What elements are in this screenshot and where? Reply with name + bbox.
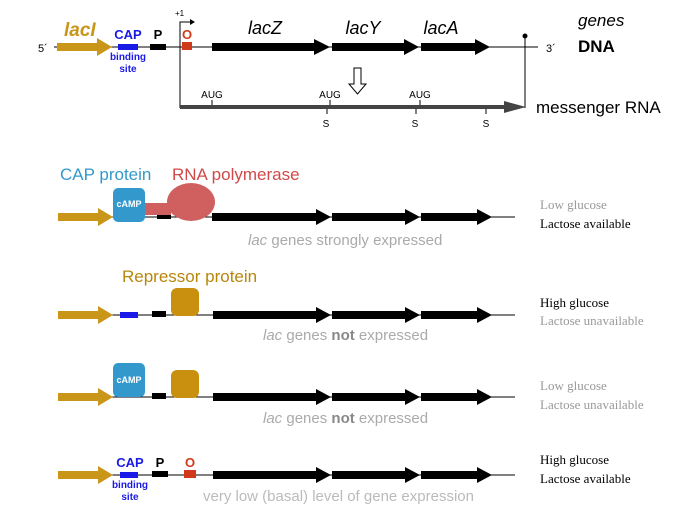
laci-label: lacI	[64, 20, 96, 41]
rna-polymerase-label: RNA polymerase	[172, 165, 300, 184]
panel2-condition-lactose: Lactose unavailable	[540, 313, 644, 328]
panel4-cap-site	[120, 472, 138, 478]
stop-label-3: S	[483, 119, 490, 130]
panel4-caption: very low (basal) level of gene expressio…	[203, 488, 474, 505]
panel4-condition-glucose: High glucose	[540, 452, 609, 467]
panel4-condition-lactose: Lactose available	[540, 471, 631, 486]
panel1-condition-glucose: Low glucose	[540, 197, 607, 212]
panel1-laca-arrow	[421, 209, 492, 225]
panel1-lacy-arrow	[332, 209, 420, 225]
lacy-gene-arrow	[332, 39, 419, 55]
panel2-laci-arrow	[58, 306, 113, 324]
tss-arrowhead	[190, 19, 195, 25]
panel3-lacy-arrow	[332, 389, 420, 405]
mrna-arrow	[180, 101, 526, 113]
panel2-promoter	[152, 311, 166, 317]
panel1-caption: lac genes strongly expressed	[248, 232, 442, 249]
promoter-box	[150, 44, 166, 50]
aug-label-1: AUG	[201, 90, 223, 101]
panel1-laci-arrow	[58, 208, 113, 226]
five-prime-label: 5´	[38, 43, 48, 55]
panel3-cap-protein-shape	[113, 363, 145, 397]
panel3-lacz-arrow	[213, 389, 331, 405]
cap-label: CAP	[114, 27, 142, 42]
lacy-label: lacY	[345, 18, 382, 38]
rnap-neck	[145, 203, 171, 215]
panel2-lacy-arrow	[332, 307, 420, 323]
panel-high-glucose-no-lactose: Repressor protein lac genes not expresse…	[58, 267, 644, 344]
transcription-open-arrow	[347, 67, 368, 95]
stop-label-2: S	[412, 119, 419, 130]
panel4-laca-arrow	[421, 467, 492, 483]
tss-label: +1	[175, 9, 185, 18]
panel4-lacz-arrow	[213, 467, 331, 483]
panel4-operator-label: O	[185, 455, 195, 470]
aug-label-3: AUG	[409, 90, 431, 101]
camp-label: cAMP	[116, 199, 141, 209]
panel3-promoter	[152, 393, 166, 399]
panel1-promoter	[157, 213, 171, 219]
panel2-condition-glucose: High glucose	[540, 295, 609, 310]
laca-label: lacA	[423, 18, 458, 38]
three-prime-label: 3´	[546, 43, 556, 55]
lacz-label: lacZ	[248, 18, 283, 38]
panel4-operator	[184, 470, 196, 478]
repressor-protein-label: Repressor protein	[122, 267, 257, 286]
stop-label-1: S	[323, 119, 330, 130]
panel3-laca-arrow	[421, 389, 492, 405]
panel4-promoter	[152, 471, 168, 477]
panel4-lacy-arrow	[332, 467, 420, 483]
panel3-laci-arrow	[58, 388, 113, 406]
cap-site-sub-2: site	[119, 64, 137, 75]
repressor-shape	[171, 288, 199, 316]
panel1-lacz-arrow	[212, 209, 331, 225]
cap-protein-label: CAP protein	[60, 165, 151, 184]
panel2-caption: lac genes not expressed	[263, 327, 428, 344]
mrna-label: messenger RNA	[536, 98, 661, 117]
panel3-caption: lac genes not expressed	[263, 410, 428, 427]
panel3-condition-lactose: Lactose unavailable	[540, 397, 644, 412]
promoter-label: P	[154, 27, 163, 42]
panel-low-glucose-no-lactose: cAMP lac genes not expressed Low glucose…	[58, 363, 644, 427]
terminator-dot	[522, 33, 528, 39]
panel1-condition-lactose: Lactose available	[540, 216, 631, 231]
panel-low-glucose-lactose: CAP protein RNA polymerase cAMP lac gene…	[58, 165, 631, 249]
panel4-promoter-label: P	[156, 455, 165, 470]
panel-high-glucose-lactose: CAP binding site P O very low (basal) le…	[58, 452, 631, 505]
genes-label: genes	[578, 11, 625, 30]
panel2-laca-arrow	[421, 307, 492, 323]
cap-binding-site	[118, 44, 138, 50]
operator-label: O	[182, 27, 192, 42]
rna-polymerase-shape	[167, 183, 215, 221]
panel4-laci-arrow	[58, 466, 113, 484]
laca-gene-arrow	[421, 39, 490, 55]
panel3-repressor-shape	[171, 370, 199, 398]
operator-box	[182, 42, 192, 50]
lacz-gene-arrow	[212, 39, 330, 55]
panel2-cap-site	[120, 312, 138, 318]
panel2-lacz-arrow	[213, 307, 331, 323]
panel4-cap-sub-2: site	[121, 492, 139, 503]
panel3-condition-glucose: Low glucose	[540, 378, 607, 393]
panel3-camp-label: cAMP	[116, 375, 141, 385]
panel4-cap-sub-1: binding	[112, 480, 148, 491]
cap-protein-shape	[113, 188, 145, 222]
cap-site-sub-1: binding	[110, 52, 146, 63]
dna-map: lacI 5´ CAP binding site P O +1 lacZ lac…	[38, 9, 661, 130]
aug-label-2: AUG	[319, 90, 341, 101]
tss-arrow	[179, 21, 192, 47]
laci-gene-arrow	[57, 38, 112, 56]
panel4-cap-label: CAP	[116, 455, 144, 470]
dna-label: DNA	[578, 37, 615, 56]
